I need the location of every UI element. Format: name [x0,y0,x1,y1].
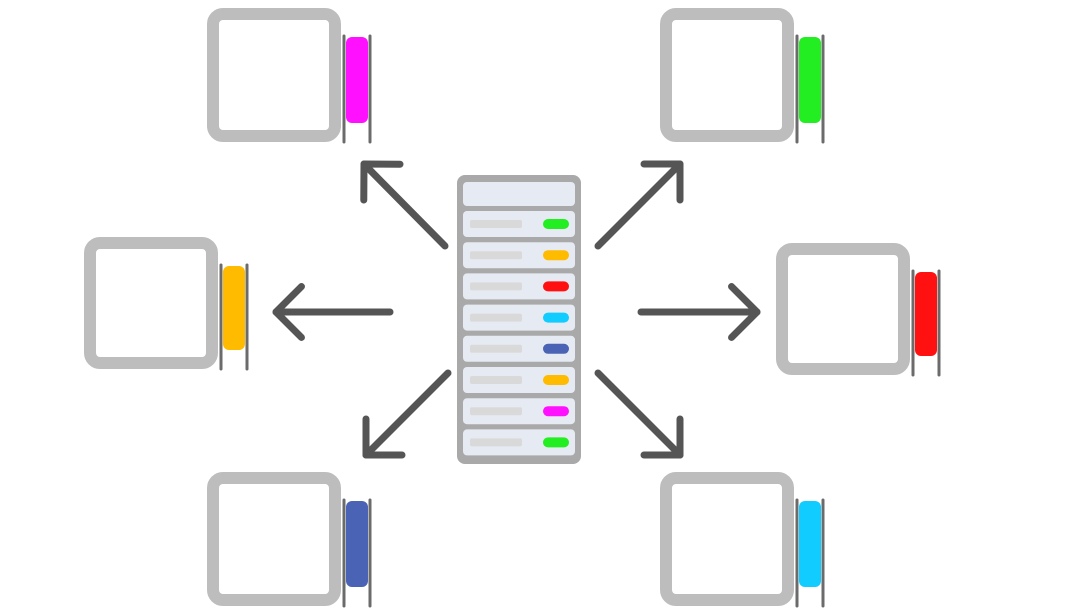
server-slot-bar [470,438,522,447]
client-frame [207,472,341,606]
server-slot-indicator [543,250,569,261]
client-device-top-left [207,8,372,144]
client-frame [84,237,218,369]
server-slot-bar [470,220,522,228]
arrow-shaft [594,369,684,459]
server-slot [463,211,575,237]
server-rack [457,175,581,464]
client-device-bottom-left [207,472,372,608]
server-slot-indicator [543,343,569,354]
arrow-up-right [594,160,684,250]
server-slot-indicator [543,406,569,417]
server-slot-bar [470,376,522,384]
server-slot-indicator [543,281,569,292]
server-slot-indicator [543,219,569,229]
arrow-shaft [594,160,684,250]
server-slot-indicator [543,375,569,385]
server-slot [463,335,575,362]
server-slot [463,398,575,425]
client-badge [915,272,937,356]
server-slot-bar [470,282,522,291]
client-frame [776,243,910,375]
server-slot-bar [470,407,522,416]
arrow-shaft [362,369,452,459]
arrow-right [637,283,761,341]
arrow-head [640,415,684,459]
arrow-head [272,283,305,341]
server-slot-indicator [543,437,569,448]
server-slot-bar [470,313,522,322]
arrow-head [360,160,404,204]
client-badge [346,37,368,123]
server-slot-bar [470,344,522,353]
client-device-bottom-right [660,472,825,608]
server-slot-bar [470,251,522,260]
client-frame [660,472,794,606]
server-slot [463,304,575,331]
server-slot-indicator [543,312,569,323]
arrow-left [272,283,394,341]
client-frame [660,8,794,142]
arrow-down-left [362,369,452,459]
arrow-up-left [360,160,449,250]
client-badge [223,266,245,350]
arrow-head [728,283,761,341]
client-device-middle-left [84,237,249,371]
server-slot [463,242,575,269]
client-badge [799,501,821,587]
server-slot [463,367,575,393]
client-device-middle-right [776,243,941,377]
server-slot [463,273,575,300]
client-badge [346,501,368,587]
arrow-head [640,160,684,204]
server-top-panel [463,182,575,206]
client-frame [207,8,341,142]
arrow-head [362,415,406,459]
client-badge [799,37,821,123]
arrow-down-right [594,369,684,459]
client-device-top-right [660,8,825,144]
server-slot [463,429,575,456]
arrow-shaft [360,160,449,250]
